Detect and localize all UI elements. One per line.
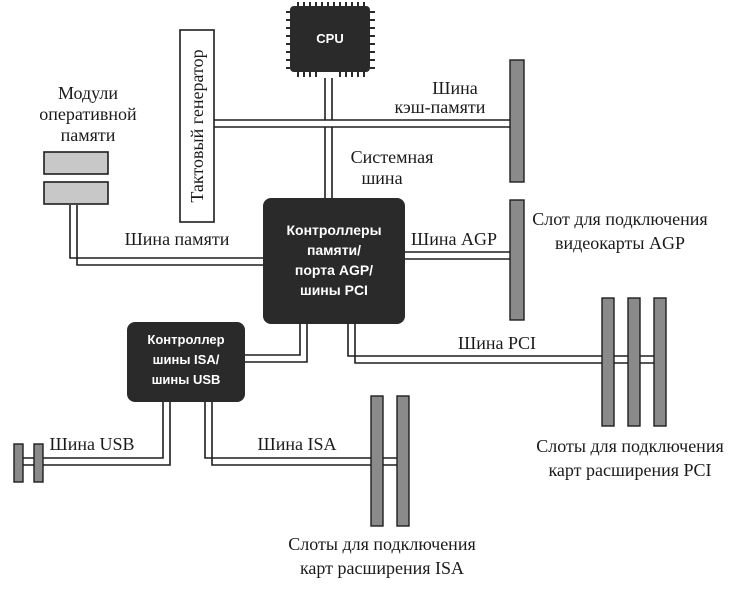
cache-bus-label-1: Шина: [432, 78, 477, 98]
ram-module: [43, 151, 109, 175]
north-bridge-body: [263, 198, 405, 324]
agp-bus-label: Шина AGP: [411, 229, 497, 249]
cpu-chip: CPU: [286, 2, 375, 77]
isa-bus-label: Шина ISA: [258, 434, 337, 454]
clock-generator: Тактовый генератор: [179, 29, 215, 223]
pci-bus-label: Шина PCI: [458, 333, 536, 353]
pci-slot-caption-1: Слоты для подключения: [536, 436, 723, 456]
cache-memory-slot: [509, 59, 525, 183]
north-bridge-label-1: Контроллеры: [286, 222, 381, 238]
pci-slot: [653, 297, 667, 427]
isa-slot-caption-2: карт расширения ISA: [300, 558, 464, 578]
pci-bus-line: [354, 324, 602, 364]
north-bridge-chip: Контроллеры памяти/ порта AGP/ шины PCI: [263, 198, 405, 324]
south-bridge-body: [127, 322, 245, 402]
ram-title-line-3: памяти: [61, 125, 116, 145]
memory-bus-line: [69, 205, 265, 259]
south-bridge-label-2: шины ISA/: [153, 352, 220, 367]
isa-slot: [396, 395, 410, 527]
pci-slot: [627, 297, 641, 427]
south-bridge-chip: Контроллер шины ISA/ шины USB: [127, 322, 245, 402]
slots: [13, 59, 667, 527]
ram-title-line-2: оперативной: [39, 104, 137, 124]
usb-bus-label: Шина USB: [50, 434, 135, 454]
isa-slot: [370, 395, 384, 527]
system-bus-label-1: Системная: [351, 147, 434, 167]
usb-port: [33, 443, 44, 483]
system-bus-label-2: шина: [361, 168, 402, 188]
south-bridge-label-3: шины USB: [152, 372, 221, 387]
ram-module: [43, 181, 109, 205]
pci-bus-line: [347, 324, 602, 357]
memory-bus-line: [76, 205, 265, 266]
isa-bus-line: [204, 402, 408, 459]
cpu-label: CPU: [316, 31, 343, 46]
bridge-link-line: [245, 324, 301, 356]
cpu-body: [290, 6, 370, 72]
usb-port: [13, 443, 24, 483]
cpu-pins: [286, 2, 375, 77]
clock-generator-label: Тактовый генератор: [187, 49, 207, 202]
bridge-link-line: [245, 324, 308, 363]
pci-slot: [601, 297, 615, 427]
agp-slot: [509, 199, 525, 321]
pci-slot-caption-2: карт расширения PCI: [548, 460, 711, 480]
cache-bus-label-2: кэш-памяти: [395, 97, 486, 117]
usb-bus-line: [22, 402, 164, 459]
clock-generator-box: [179, 29, 215, 223]
isa-bus-line: [211, 402, 408, 466]
isa-slot-caption-1: Слоты для подключения: [288, 534, 475, 554]
slot-captions: Слот для подключения видеокарты AGP Слот…: [288, 209, 723, 578]
ram-modules: Модули оперативной памяти: [39, 83, 137, 205]
ram-title-line-1: Модули: [58, 83, 118, 103]
south-bridge-label-1: Контроллер: [147, 332, 224, 347]
north-bridge-label-2: памяти/: [307, 242, 361, 258]
memory-bus-label: Шина памяти: [125, 229, 230, 249]
north-bridge-label-4: шины PCI: [300, 282, 368, 298]
north-bridge-label-3: порта AGP/: [295, 262, 373, 278]
bus-labels: Шина кэш-памяти Системная шина Шина памя…: [50, 78, 536, 454]
usb-bus-line: [22, 402, 171, 466]
agp-slot-caption-2: видеокарты AGP: [555, 233, 685, 253]
agp-slot-caption-1: Слот для подключения: [532, 209, 707, 229]
